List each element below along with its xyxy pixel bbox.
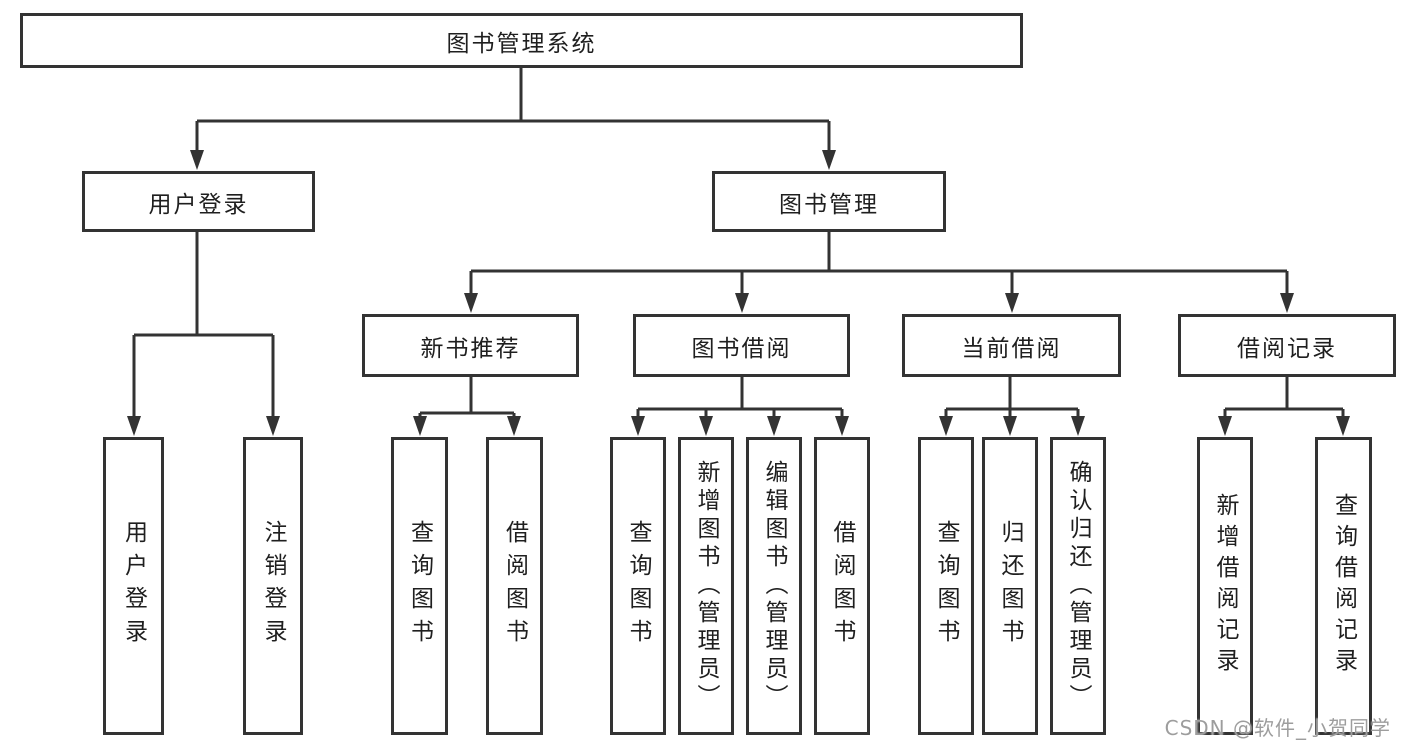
- node-current-borrowing-label: 当前借阅: [961, 335, 1062, 362]
- node-current-borrowing: 当前借阅: [902, 314, 1121, 377]
- connector-borrowing-records-children: [1218, 377, 1350, 436]
- leaf-return-book: 归还图书: [982, 437, 1038, 735]
- node-user-login: 用户登录: [82, 171, 315, 232]
- node-user-login-label: 用户登录: [148, 191, 249, 218]
- node-borrowing-records: 借阅记录: [1178, 314, 1396, 377]
- node-root: 图书管理系统: [20, 13, 1023, 68]
- connector-root-to-level2: [190, 68, 836, 170]
- leaf-query-book-current: 查询图书: [918, 437, 974, 735]
- leaf-query-book-current-label: 查询图书: [933, 520, 959, 652]
- leaf-borrow-book-recommend-label: 借阅图书: [501, 520, 528, 652]
- leaf-add-book-admin-label: 新增图书（管理员）: [693, 460, 719, 712]
- leaf-borrow-book-recommend: 借阅图书: [486, 437, 543, 735]
- leaf-query-borrow-record-label: 查询借阅记录: [1330, 493, 1357, 679]
- node-new-book-recommend: 新书推荐: [362, 314, 579, 377]
- leaf-add-book-admin: 新增图书（管理员）: [678, 437, 734, 735]
- leaf-query-book-borrowing: 查询图书: [610, 437, 666, 735]
- node-borrowing-records-label: 借阅记录: [1237, 335, 1337, 362]
- leaf-edit-book-admin-label: 编辑图书（管理员）: [761, 460, 787, 712]
- leaf-borrow-book-label: 借阅图书: [829, 520, 855, 652]
- node-book-borrowing-label: 图书借阅: [691, 335, 792, 362]
- leaf-add-borrow-record-label: 新增借阅记录: [1212, 493, 1238, 679]
- node-book-borrowing: 图书借阅: [633, 314, 850, 377]
- leaf-query-borrow-record: 查询借阅记录: [1315, 437, 1372, 735]
- connector-current-borrowing-children: [939, 377, 1085, 436]
- leaf-logout-label: 注销登录: [260, 520, 286, 652]
- node-new-book-recommend-label: 新书推荐: [420, 335, 521, 362]
- leaf-logout: 注销登录: [243, 437, 303, 735]
- leaf-user-login-label: 用户登录: [120, 520, 147, 652]
- leaf-borrow-book: 借阅图书: [814, 437, 870, 735]
- node-root-label: 图书管理系统: [446, 30, 597, 57]
- leaf-query-book-recommend: 查询图书: [391, 437, 448, 735]
- node-book-management: 图书管理: [712, 171, 946, 232]
- leaf-return-book-label: 归还图书: [997, 520, 1023, 652]
- leaf-confirm-return-admin: 确认归还（管理员）: [1050, 437, 1106, 735]
- connector-new-book-recommend-children: [413, 377, 521, 436]
- connector-book-management-children: [464, 232, 1294, 313]
- leaf-edit-book-admin: 编辑图书（管理员）: [746, 437, 802, 735]
- leaf-add-borrow-record: 新增借阅记录: [1197, 437, 1253, 735]
- node-book-management-label: 图书管理: [779, 191, 879, 218]
- connector-book-borrowing-children: [631, 377, 849, 436]
- csdn-watermark: CSDN @软件_小贺同学: [1164, 716, 1391, 740]
- leaf-confirm-return-admin-label: 确认归还（管理员）: [1065, 460, 1091, 712]
- leaf-query-book-recommend-label: 查询图书: [406, 520, 433, 652]
- leaf-query-book-borrowing-label: 查询图书: [625, 520, 651, 652]
- connector-user-login-children: [127, 232, 280, 436]
- leaf-user-login: 用户登录: [103, 437, 164, 735]
